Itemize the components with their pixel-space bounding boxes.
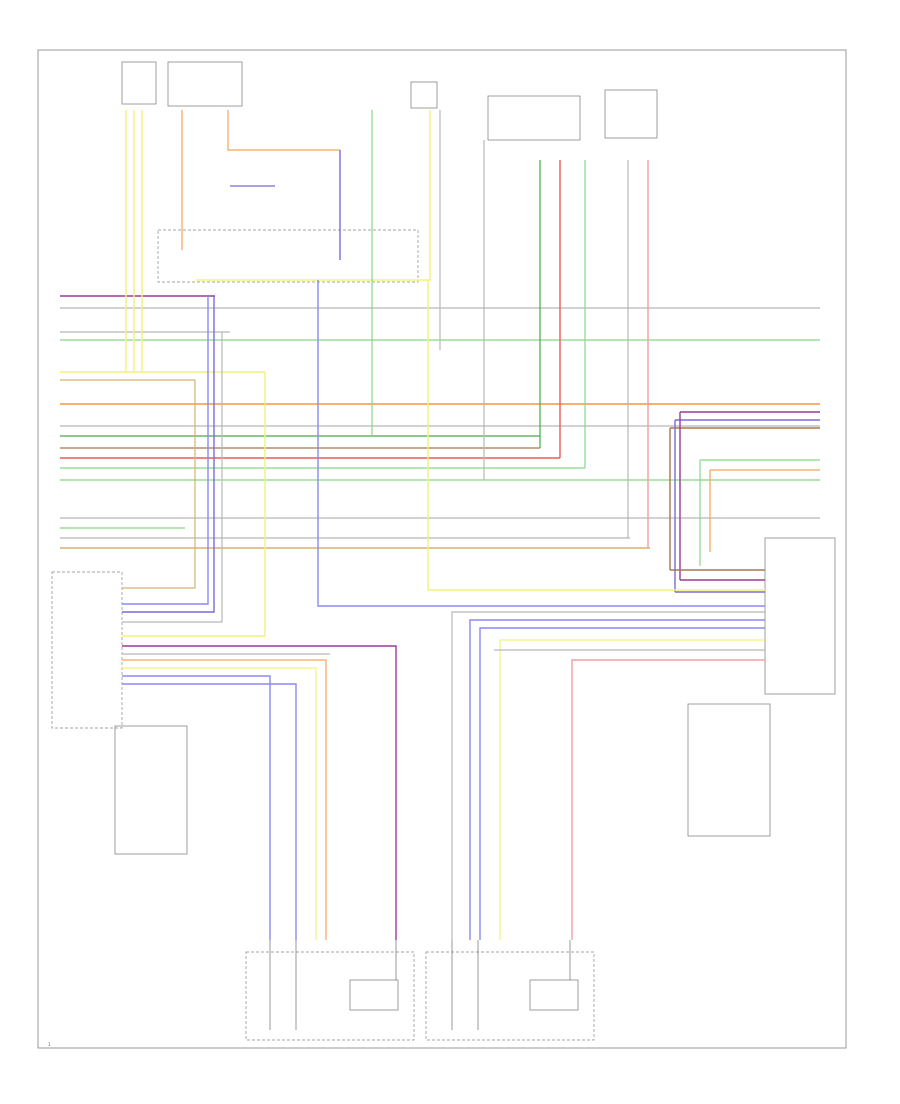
- left-rear-door-bottom-box: [245, 951, 415, 1041]
- page-number: 1: [48, 1042, 51, 1047]
- left-connector-column: [51, 571, 123, 729]
- right-gray-2: [451, 611, 765, 940]
- diagram-frame: [37, 49, 847, 1049]
- right-door-lock-switch-box: [604, 89, 658, 139]
- left-rear-door-unit-box: [114, 725, 188, 855]
- left-orange-2: [122, 659, 327, 940]
- left-blue-3: [122, 683, 297, 940]
- left-gray-1: [122, 332, 223, 623]
- right-blue-3: [479, 627, 765, 940]
- left-rear-lock-actuator: [349, 979, 399, 1011]
- right-rear-lock-actuator: [529, 979, 579, 1011]
- left-yellow-2: [122, 667, 317, 940]
- center-module-box: [167, 61, 243, 107]
- right-rear-door-unit-box: [687, 703, 771, 837]
- right-connector-column: [764, 537, 836, 695]
- left-blue-2: [122, 675, 271, 940]
- top-blue-1: [317, 280, 765, 607]
- right-red-2: [571, 659, 765, 940]
- right-yellow-2: [499, 639, 765, 940]
- top-orange-2: [227, 110, 340, 151]
- left-purple-2: [122, 645, 397, 940]
- door-lock-switch-box: [487, 95, 581, 141]
- top-left-module-box: [121, 61, 157, 105]
- left-violet-1: [122, 296, 215, 613]
- left-yellow-1: [122, 372, 266, 637]
- right-rear-door-bottom-box: [425, 951, 595, 1041]
- left-blue-1: [122, 296, 209, 605]
- left-tan-1: [122, 380, 196, 589]
- wire-group: [60, 110, 820, 1030]
- right-blue-2: [469, 619, 765, 940]
- connector-box: [410, 81, 438, 109]
- top-yellow-4: [196, 110, 431, 281]
- top-yellow-5: [427, 280, 765, 591]
- harness-group-box: [157, 229, 419, 283]
